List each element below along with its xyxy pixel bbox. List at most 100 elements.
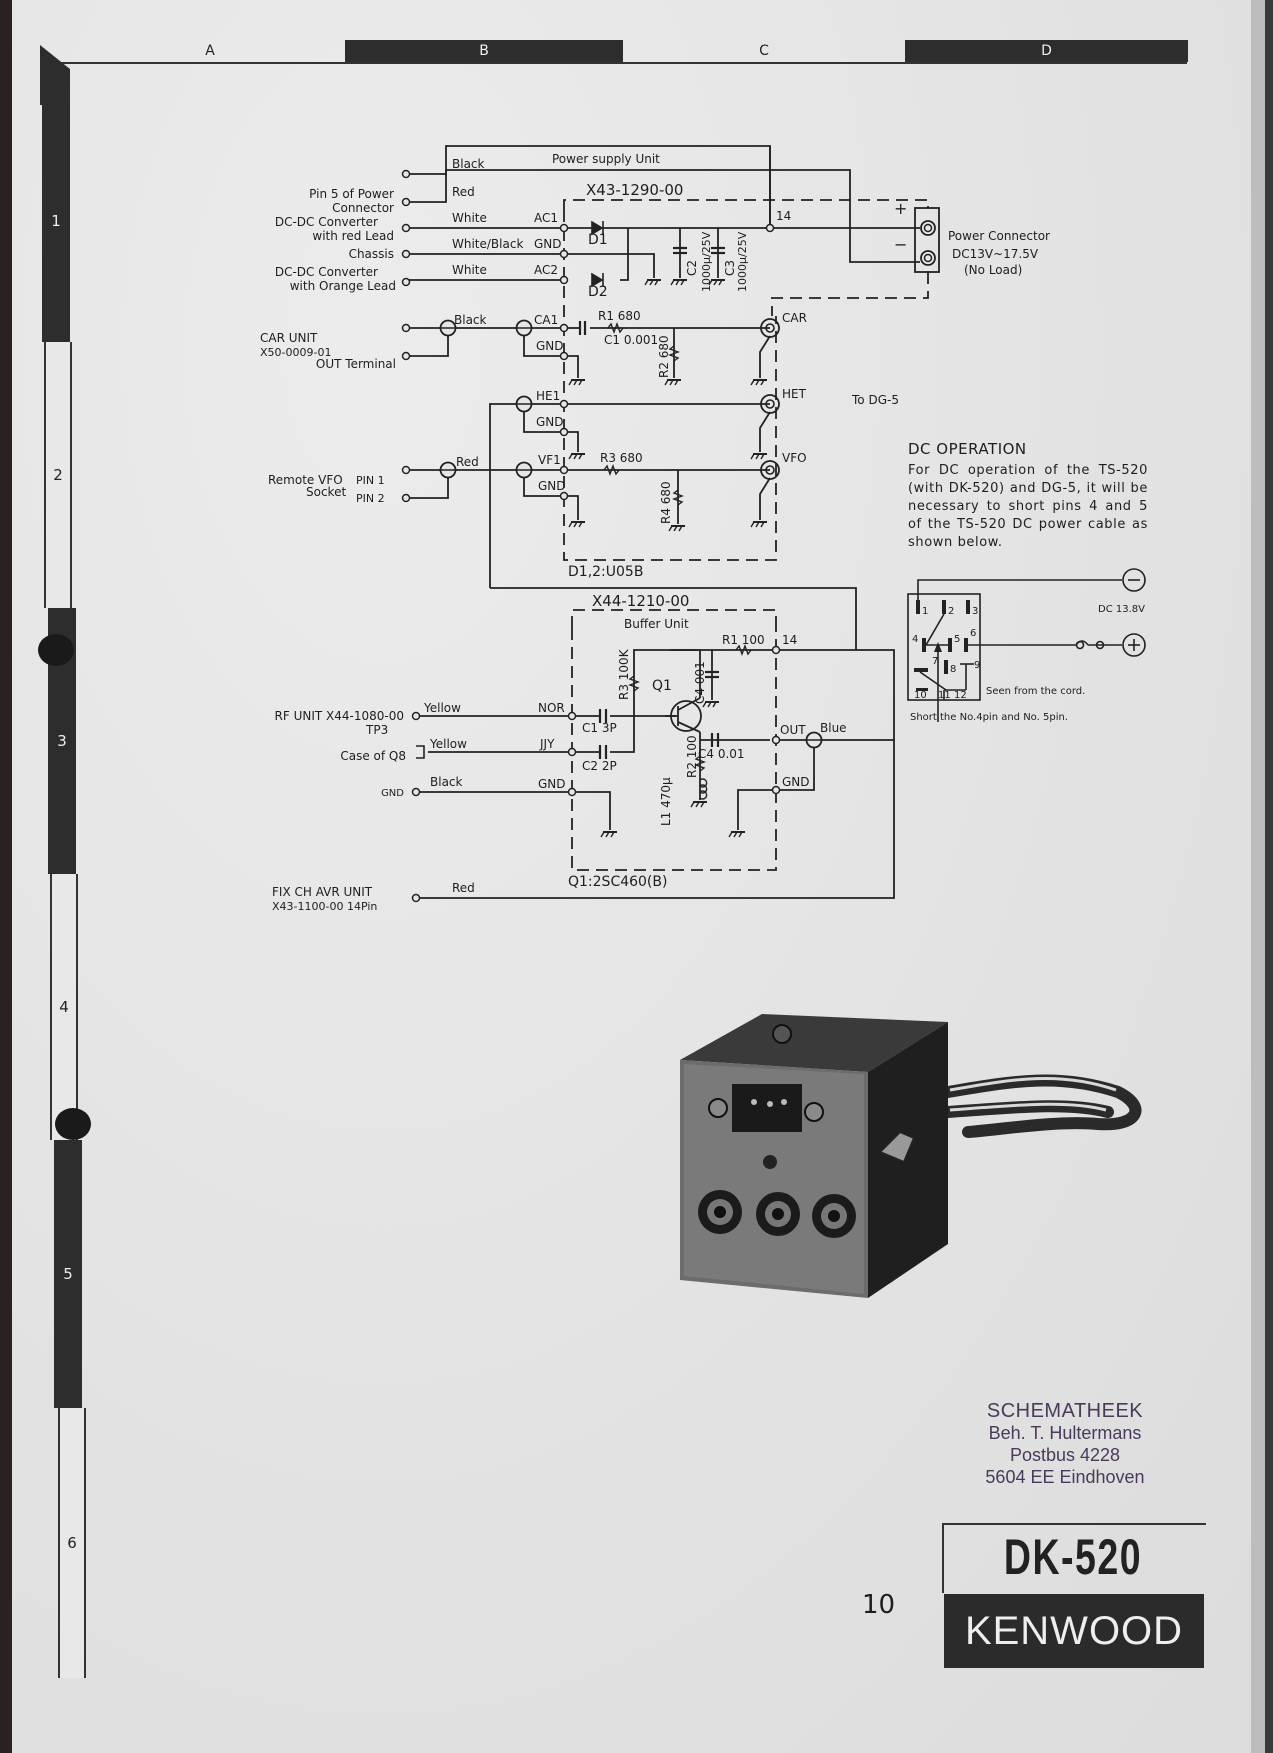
dc-operation-body: For DC operation of the TS-520 (with DK-… — [908, 463, 1148, 550]
fix-wire-label: Red — [452, 881, 475, 895]
plug-pin-8: 8 — [950, 664, 956, 675]
fix-ch-label-2: X43-1100-00 14Pin — [272, 900, 377, 913]
dcdc-orange-label-2: with Orange Lead — [290, 279, 396, 293]
buffer-c1-label: C1 3P — [582, 721, 617, 735]
connector-label-1: Power Connector — [948, 229, 1050, 243]
nor-wire-label: Yellow — [423, 701, 461, 715]
seen-from-cord-note: Seen from the cord. — [986, 686, 1085, 697]
vfo-pin-label: VF1 — [538, 453, 561, 467]
d2-label: D2 — [588, 284, 608, 300]
car-pin-label: CA1 — [534, 313, 558, 327]
vfo-pin2-label: PIN 2 — [356, 492, 385, 505]
pin5-label-1: Pin 5 of Power — [309, 187, 394, 201]
wire-white-2-label: White — [452, 263, 487, 277]
buffer-c4a-label: C4 001 — [693, 661, 707, 704]
power-unit-title: Power supply Unit — [552, 152, 660, 166]
vfo-gnd-label: GND — [538, 479, 566, 493]
plug-pin-1: 1 — [922, 606, 928, 617]
buffer-out-label: OUT — [780, 723, 806, 737]
column-rule — [42, 62, 1187, 64]
scan-edge-right-shadow — [1265, 0, 1273, 1753]
het-gnd-label: GND — [536, 415, 564, 429]
stamp-line-4: 5604 EE Eindhoven — [985, 1467, 1145, 1487]
punch-hole-lower — [55, 1108, 91, 1140]
plug-pin-4: 4 — [912, 634, 918, 645]
buffer-r2-label: R2 100 — [685, 735, 699, 778]
plus-sign: + — [894, 199, 907, 218]
fix-ch-label-1: FIX CH AVR UNIT — [272, 885, 373, 899]
plug-pin-10: 10 — [914, 690, 927, 701]
d1-label: D1 — [588, 232, 608, 248]
plug-pin-2: 2 — [948, 606, 954, 617]
buffer-r1-label: R1 100 — [722, 633, 765, 647]
row-1-label: 1 — [42, 100, 70, 342]
column-b-label: B — [345, 40, 623, 62]
dcdc-orange-label-1: DC-DC Converter — [275, 265, 378, 279]
row-4-label: 4 — [50, 874, 78, 1140]
dc-operation-title: DC OPERATION — [908, 440, 1027, 458]
wire-white-1-label: White — [452, 211, 487, 225]
het-out-label: HET — [782, 387, 807, 401]
plug-pin-12: 12 — [954, 690, 967, 701]
buffer-c4b-label: C4 0.01 — [698, 747, 745, 761]
buffer-out-wire-label: Blue — [820, 721, 847, 735]
row-6-label: 6 — [58, 1408, 86, 1678]
connector-label-2: DC13V~17.5V — [952, 247, 1039, 261]
stamp-line-1: SCHEMATHEEK — [986, 1400, 1144, 1422]
stamp-line-3: Postbus 4228 — [1009, 1445, 1121, 1465]
rf-unit-label-1: RF UNIT X44-1080-00 — [275, 709, 404, 723]
pin-ac2-label: AC2 — [534, 263, 558, 277]
car-c1-label: C1 0.001 — [604, 333, 658, 347]
jjy-pin-label: JJY — [539, 737, 555, 751]
buffer-r3-label: R3 100K — [617, 648, 631, 700]
transistor-note: Q1:2SC460(B) — [568, 874, 667, 890]
vfo-wire-label: Red — [456, 455, 479, 469]
vfo-r3-label: R3 680 — [600, 451, 643, 465]
column-c-label: C — [759, 43, 769, 59]
rf-unit-label-2: TP3 — [365, 723, 388, 737]
buffer-unit-title: Buffer Unit — [624, 617, 689, 631]
pin-ac1-label: AC1 — [534, 211, 558, 225]
vfo-pin1-label: PIN 1 — [356, 474, 385, 487]
buffer-gnd-right-label: GND — [782, 775, 810, 789]
pin14-label: 14 — [776, 209, 791, 223]
brand-logo: KENWOOD — [944, 1594, 1204, 1668]
car-out-label: CAR — [782, 311, 807, 325]
scan-edge-left — [0, 0, 12, 1753]
library-stamp: SCHEMATHEEK Beh. T. Hultermans Postbus 4… — [970, 1400, 1160, 1488]
wire-white-black-label: White/Black — [452, 237, 523, 251]
vfo-source-2: Socket — [306, 485, 346, 499]
gnd-wire-label: Black — [430, 775, 463, 789]
connector-label-3: (No Load) — [964, 263, 1022, 277]
dcdc-red-label-1: DC-DC Converter — [275, 215, 378, 229]
buffer-l1-label: L1 470μ — [659, 777, 673, 826]
dcdc-red-label-2: with red Lead — [312, 229, 394, 243]
nor-pin-label: NOR — [538, 701, 565, 715]
gnd-pin-label: GND — [538, 777, 566, 791]
row-2-label: 2 — [44, 342, 72, 608]
gnd-input-label: GND — [381, 788, 404, 799]
het-pin-label: HE1 — [536, 389, 560, 403]
case-q8-label: Case of Q8 — [340, 749, 406, 763]
minus-sign: − — [894, 235, 907, 254]
page-number: 10 — [862, 1590, 896, 1620]
row-5-label: 5 — [54, 1140, 82, 1408]
q1-label: Q1 — [652, 678, 672, 694]
short-pins-note: Short the No.4pin and No. 5pin. — [910, 712, 1068, 723]
vfo-source-1: Remote VFO — [268, 473, 343, 487]
car-source-1: CAR UNIT — [260, 331, 318, 345]
c3-label: C3 — [723, 260, 737, 276]
car-gnd-label: GND — [536, 339, 564, 353]
model-title: DK-520 — [1003, 1529, 1143, 1585]
power-board-id: X43-1290-00 — [586, 181, 683, 199]
car-source-3: OUT Terminal — [316, 357, 396, 371]
wire-black-label: Black — [452, 157, 485, 171]
column-a-label: A — [205, 43, 215, 59]
plug-pin-5: 5 — [954, 634, 960, 645]
c2-value: 1000μ/25V — [700, 231, 713, 292]
buffer-board-id: X44-1210-00 — [592, 592, 689, 610]
pin5-label-2: Connector — [332, 201, 394, 215]
buffer-pin14-label: 14 — [782, 633, 797, 647]
